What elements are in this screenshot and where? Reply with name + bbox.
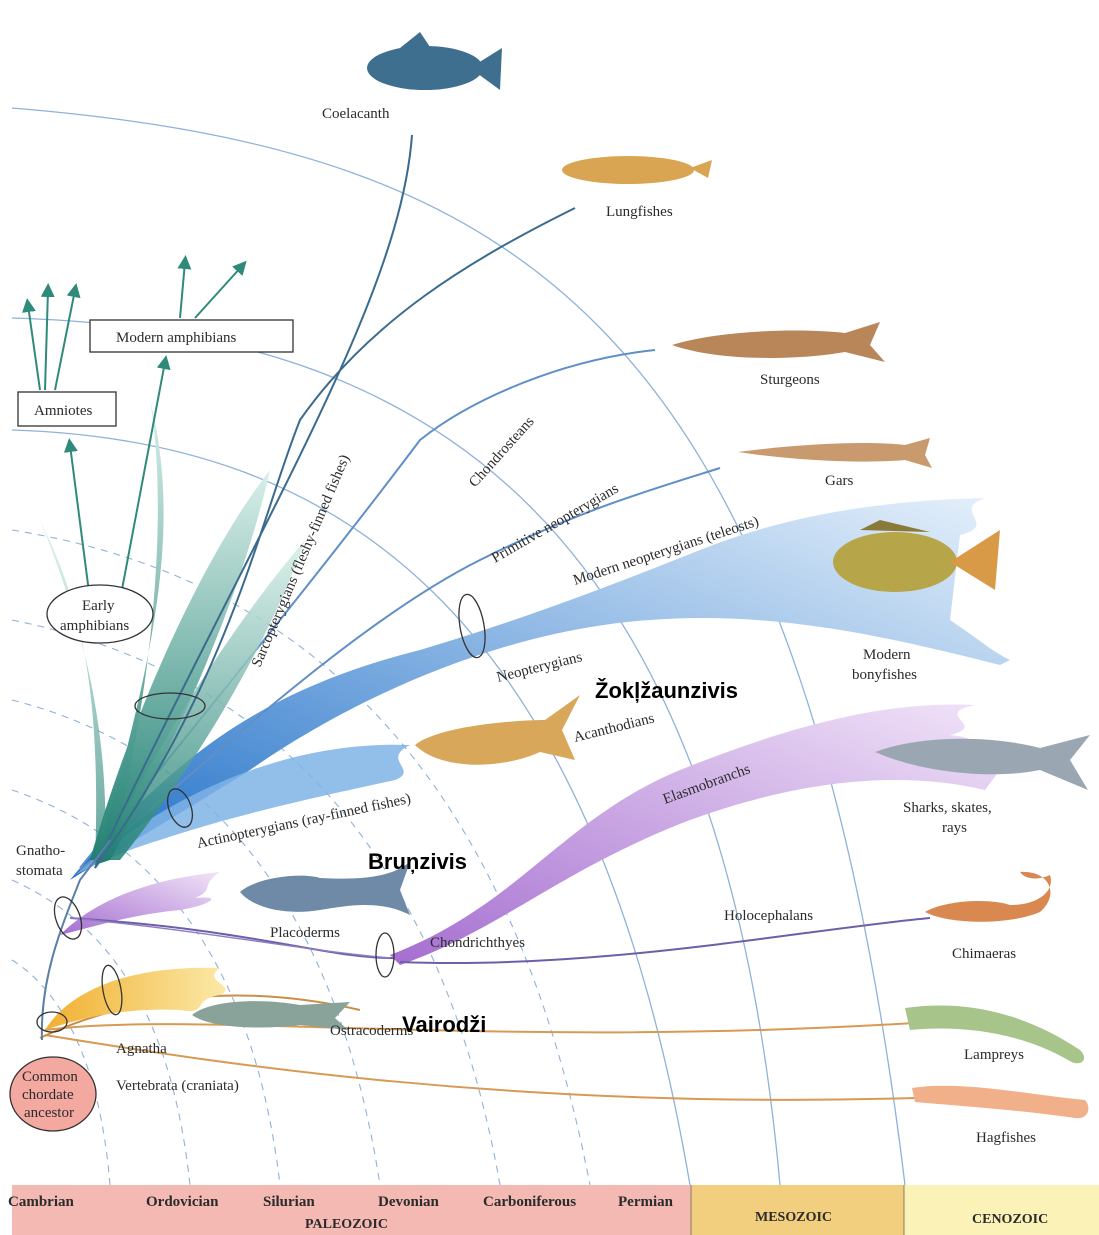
label-early-amphibians-1: Early bbox=[82, 598, 115, 614]
label-lungfishes: Lungfishes bbox=[606, 204, 673, 220]
label-modern-amphibians: Modern amphibians bbox=[116, 330, 237, 346]
sturgeon bbox=[672, 322, 885, 362]
label-acanthodians: Acanthodians bbox=[572, 710, 656, 746]
label-chimaeras: Chimaeras bbox=[952, 946, 1016, 962]
label-modern-bonyfishes-1: Modern bbox=[863, 647, 911, 663]
cenozoic-band bbox=[904, 1185, 1099, 1235]
era-paleozoic: PALEOZOIC bbox=[305, 1217, 388, 1232]
period-devonian: Devonian bbox=[378, 1194, 440, 1210]
period-ordovician: Ordovician bbox=[146, 1194, 219, 1210]
period-cambrian: Cambrian bbox=[8, 1194, 74, 1210]
label-gars: Gars bbox=[825, 473, 853, 489]
label-ancestor-2: chordate bbox=[22, 1087, 74, 1103]
label-sharks-1: Sharks, skates, bbox=[903, 800, 992, 816]
era-cenozoic: CENOZOIC bbox=[972, 1212, 1048, 1227]
label-neopterygians: Neopterygians bbox=[495, 649, 584, 686]
hagfish bbox=[912, 1086, 1088, 1119]
label-amniotes: Amniotes bbox=[34, 403, 92, 419]
early-amphibians-oval bbox=[47, 585, 153, 643]
ostracoderm-fan bbox=[45, 968, 226, 1030]
chimaera bbox=[925, 872, 1051, 922]
label-chondrichthyes: Chondrichthyes bbox=[430, 935, 525, 951]
era-mesozoic: MESOZOIC bbox=[755, 1210, 832, 1225]
period-carboniferous: Carboniferous bbox=[483, 1194, 576, 1210]
geologic-timeline: Cambrian Ordovician Silurian Devonian Ca… bbox=[8, 1185, 1099, 1235]
gar bbox=[738, 438, 932, 468]
coelacanth-fish bbox=[367, 32, 502, 90]
label-lampreys: Lampreys bbox=[964, 1047, 1024, 1063]
label-holocephalans: Holocephalans bbox=[724, 908, 813, 924]
overlay-brunzivis: Bruņzivis bbox=[368, 849, 467, 874]
label-chondrosteans: Chondrosteans bbox=[466, 414, 538, 491]
label-gnathostomata-2: stomata bbox=[16, 863, 63, 879]
label-modern-bonyfishes-2: bonyfishes bbox=[852, 667, 917, 683]
label-vertebrata: Vertebrata (craniata) bbox=[116, 1078, 239, 1094]
period-silurian: Silurian bbox=[263, 1194, 315, 1210]
period-permian: Permian bbox=[618, 1194, 674, 1210]
label-agnatha: Agnatha bbox=[116, 1041, 167, 1057]
label-coelacanth: Coelacanth bbox=[322, 106, 390, 122]
label-ancestor-1: Common bbox=[22, 1069, 78, 1085]
label-sharks-2: rays bbox=[942, 820, 967, 836]
label-ostracoderms: Ostracoderms bbox=[330, 1023, 413, 1039]
label-primitive-neopterygians: Primitive neopterygians bbox=[489, 481, 622, 567]
overlay-zoklzaunzivis: Žokļžaunzivis bbox=[595, 678, 738, 703]
label-gnathostomata-1: Gnatho- bbox=[16, 843, 65, 859]
label-hagfishes: Hagfishes bbox=[976, 1130, 1036, 1146]
label-early-amphibians-2: amphibians bbox=[60, 618, 129, 634]
lungfish bbox=[562, 156, 712, 184]
label-placoderms: Placoderms bbox=[270, 925, 340, 941]
overlay-vairodzi: Vairodži bbox=[402, 1012, 486, 1037]
acanthodian-fish bbox=[415, 695, 580, 765]
label-ancestor-3: ancestor bbox=[24, 1105, 74, 1121]
label-sturgeons: Sturgeons bbox=[760, 372, 820, 388]
